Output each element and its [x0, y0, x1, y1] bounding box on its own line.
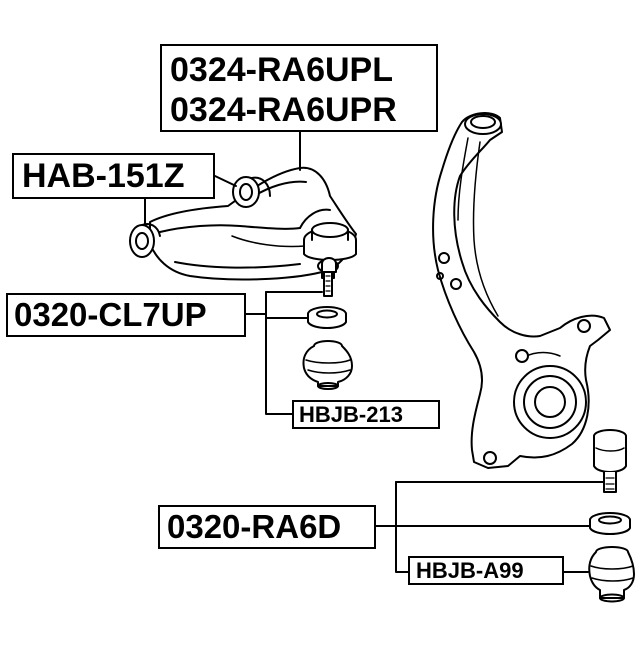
- upper-arm-left-code: 0324-RA6UPL: [170, 51, 393, 89]
- upper-ball-joint-label: 0320-CL7UP: [6, 293, 246, 337]
- upper-ball-joint: [321, 257, 337, 297]
- leader-lines: [144, 131, 605, 573]
- lower-dust-boot: [588, 546, 635, 603]
- arm-bushing-label: HAB-151Z: [12, 153, 215, 199]
- upper-boot-label: HBJB-213: [292, 400, 440, 429]
- upper-control-arm: [129, 166, 357, 281]
- lower-ball-joint: [593, 429, 627, 493]
- lower-ball-joint-label: 0320-RA6D: [158, 505, 376, 549]
- upper-seal-ring: [307, 306, 347, 329]
- lower-boot-label: HBJB-A99: [408, 556, 564, 585]
- steering-knuckle: [432, 112, 611, 469]
- upper-dust-boot: [302, 340, 353, 390]
- lower-seal-ring: [589, 512, 631, 535]
- upper-arm-part-label: 0324-RA6UPL 0324-RA6UPR: [160, 44, 438, 132]
- upper-arm-right-code: 0324-RA6UPR: [170, 91, 397, 129]
